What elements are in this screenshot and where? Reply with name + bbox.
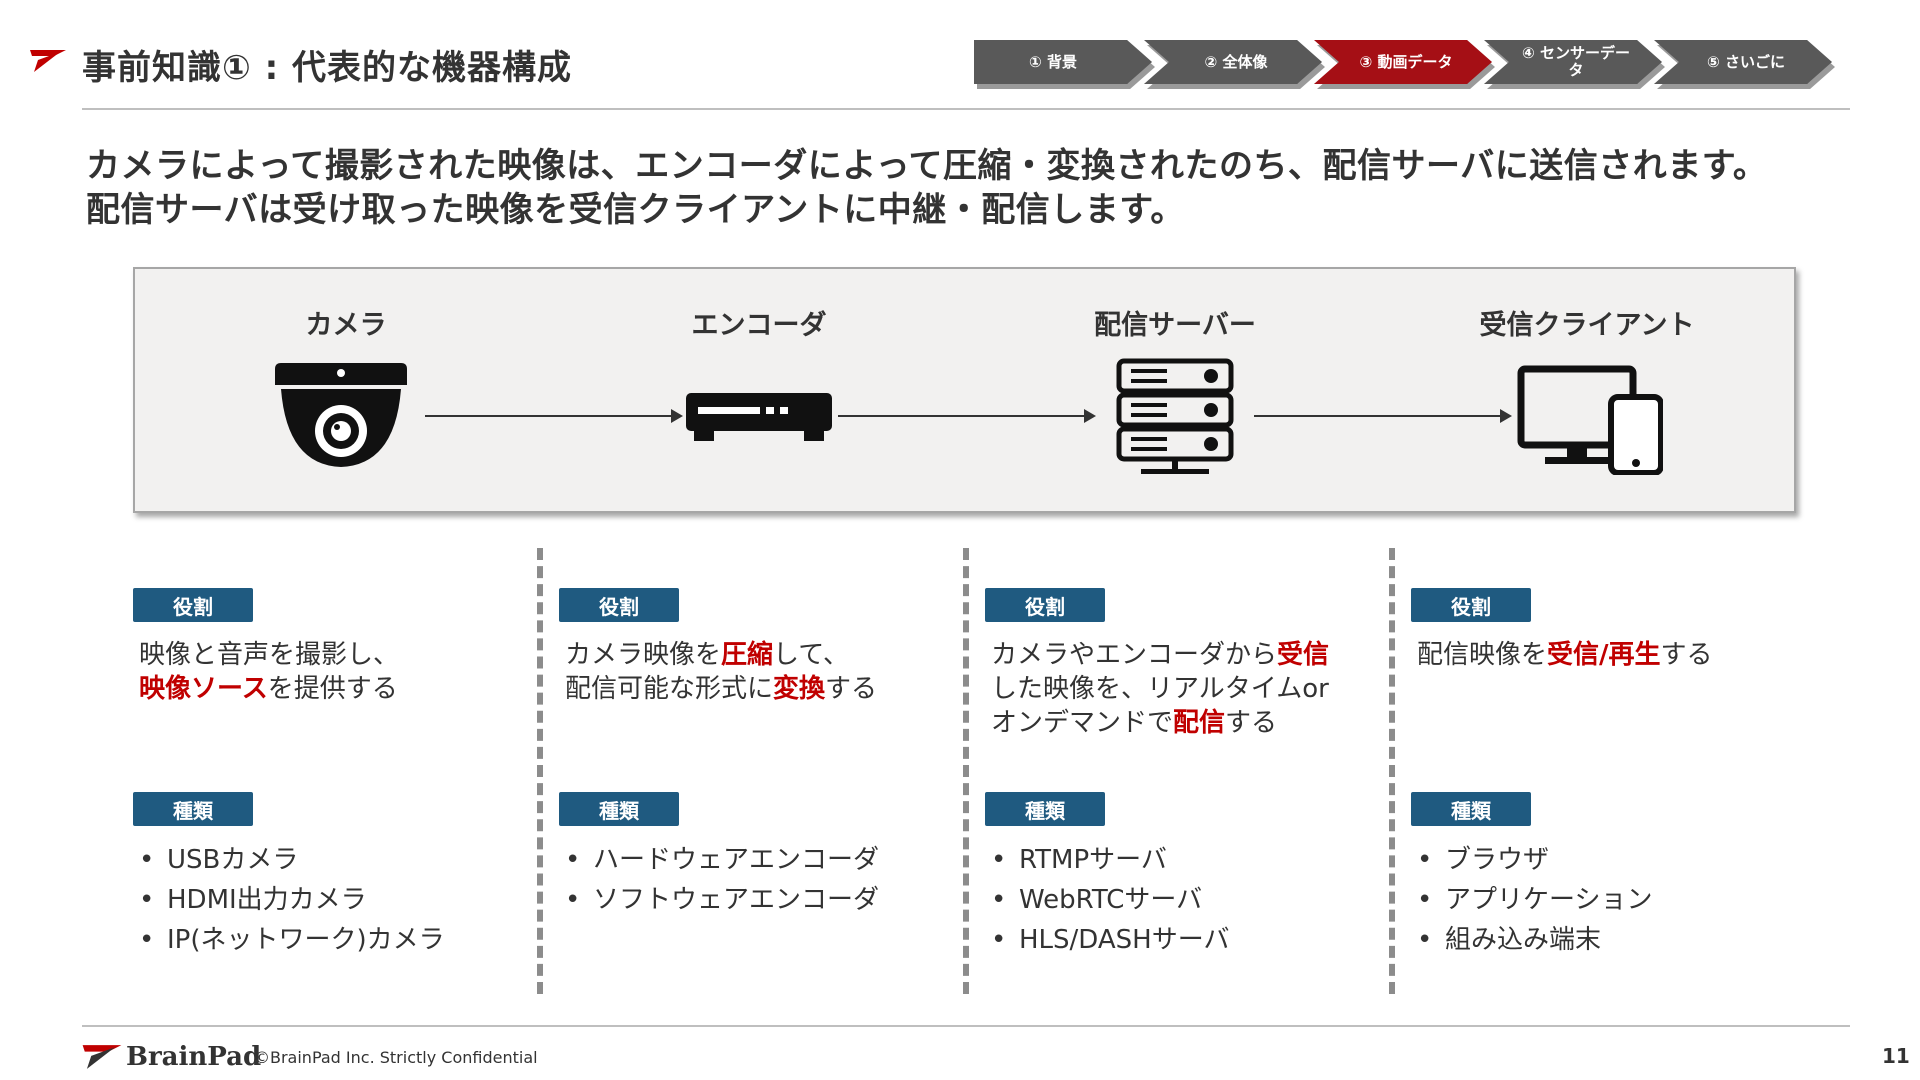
list-item: RTMPサーバ [985,840,1229,880]
page-title: 事前知識① : 代表的な機器構成 [82,48,573,88]
footer-divider [82,1025,1850,1027]
description-text: する [1660,640,1713,670]
step-navigation: ① 背景 ② 全体像 ③ 動画データ ④ センサーデータ ⑤ さいごに [974,40,1854,92]
description-text: オンデマンドで [991,708,1174,738]
role-tag: 役割 [1411,588,1531,622]
list-item: USBカメラ [133,840,445,880]
header-divider [82,108,1850,110]
list-item: ソフトウェアエンコーダ [559,880,879,920]
description-text: カメラ映像を [565,640,722,670]
step-background[interactable]: ① 背景 [974,40,1152,84]
description-text: する [1225,708,1278,738]
highlight-text: 受信/再生 [1547,640,1661,670]
type-list: USBカメラ HDMI出力カメラ IP(ネットワーク)カメラ [133,840,445,960]
role-description: 映像と音声を撮影し、映像ソースを提供する [139,638,399,706]
equipment-diagram: カメラ エンコーダ 配信サーバー 受信クライアント [133,267,1796,513]
node-label-client: 受信クライアント [1479,310,1695,341]
list-item: ブラウザ [1411,840,1652,880]
flow-arrow [1254,409,1512,423]
step-sensor-data[interactable]: ④ センサーデータ [1484,40,1662,84]
description-text: して、 [773,640,849,670]
role-description-line: カメラ映像を圧縮して、 [565,638,877,672]
description-text: カメラやエンコーダから [991,640,1278,670]
monitor-phone-icon [1517,365,1663,475]
highlight-text: 配信 [1173,708,1226,738]
column-divider [537,548,543,994]
role-description-line: カメラやエンコーダから受信 [991,638,1329,672]
server-rack-icon [1116,358,1234,474]
role-description-line: オンデマンドで配信する [991,706,1329,740]
highlight-text: 変換 [773,674,826,704]
step-video-data[interactable]: ③ 動画データ [1314,40,1492,84]
node-label-encoder: エンコーダ [691,310,827,341]
footer-logo: BrainPad [82,1040,261,1074]
copyright-text: ©BrainPad Inc. Strictly Confidential [254,1048,538,1067]
list-item: HLS/DASHサーバ [985,920,1229,960]
type-tag: 種類 [559,792,679,826]
footer-brand: BrainPad [126,1042,262,1072]
role-description-line: 映像と音声を撮影し、 [139,638,399,672]
description-text: 映像と音声を撮影し、 [139,640,400,670]
lead-line-2: 配信サーバは受け取った映像を受信クライアントに中継・配信します。 [86,190,1185,230]
page-number: 11 [1882,1044,1910,1068]
role-tag: 役割 [559,588,679,622]
description-text: した映像を、リアルタイムor [991,674,1329,704]
role-tag: 役割 [133,588,253,622]
node-label-server: 配信サーバー [1094,310,1256,341]
role-description: 配信映像を受信/再生する [1417,638,1713,672]
description-text: を提供する [267,674,398,704]
list-item: WebRTCサーバ [985,880,1229,920]
highlight-text: 受信 [1277,640,1330,670]
type-list: RTMPサーバ WebRTCサーバ HLS/DASHサーバ [985,840,1229,960]
dome-camera-icon [275,363,407,467]
type-tag: 種類 [133,792,253,826]
type-list: ハードウェアエンコーダ ソフトウェアエンコーダ [559,840,879,920]
role-description-line: 配信映像を受信/再生する [1417,638,1713,672]
description-text: 配信可能な形式に [565,674,774,704]
description-text: する [825,674,878,704]
flow-arrow [425,409,683,423]
lead-text: カメラによって撮影された映像は、エンコーダによって圧縮・変換されたのち、配信サー… [86,144,1886,232]
role-description-line: 映像ソースを提供する [139,672,399,706]
role-description-line: 配信可能な形式に変換する [565,672,877,706]
column-divider [1389,548,1395,994]
role-tag: 役割 [985,588,1105,622]
lead-line-1: カメラによって撮影された映像は、エンコーダによって圧縮・変換されたのち、配信サー… [86,146,1768,186]
brainpad-logo-icon [82,1045,122,1069]
list-item: HDMI出力カメラ [133,880,445,920]
step-conclusion[interactable]: ⑤ さいごに [1654,40,1832,84]
step-overall[interactable]: ② 全体像 [1144,40,1322,84]
encoder-box-icon [686,393,832,441]
node-label-camera: カメラ [305,310,387,341]
role-description-line: した映像を、リアルタイムor [991,672,1329,706]
highlight-text: 圧縮 [721,640,774,670]
type-tag: 種類 [1411,792,1531,826]
type-tag: 種類 [985,792,1105,826]
brainpad-logo-icon [30,50,66,72]
description-text: 配信映像を [1417,640,1548,670]
list-item: 組み込み端末 [1411,920,1652,960]
flow-arrow [838,409,1096,423]
list-item: IP(ネットワーク)カメラ [133,920,445,960]
role-description: カメラ映像を圧縮して、配信可能な形式に変換する [565,638,877,706]
list-item: アプリケーション [1411,880,1652,920]
column-divider [963,548,969,994]
type-list: ブラウザ アプリケーション 組み込み端末 [1411,840,1652,960]
highlight-text: 映像ソース [139,674,268,704]
list-item: ハードウェアエンコーダ [559,840,879,880]
